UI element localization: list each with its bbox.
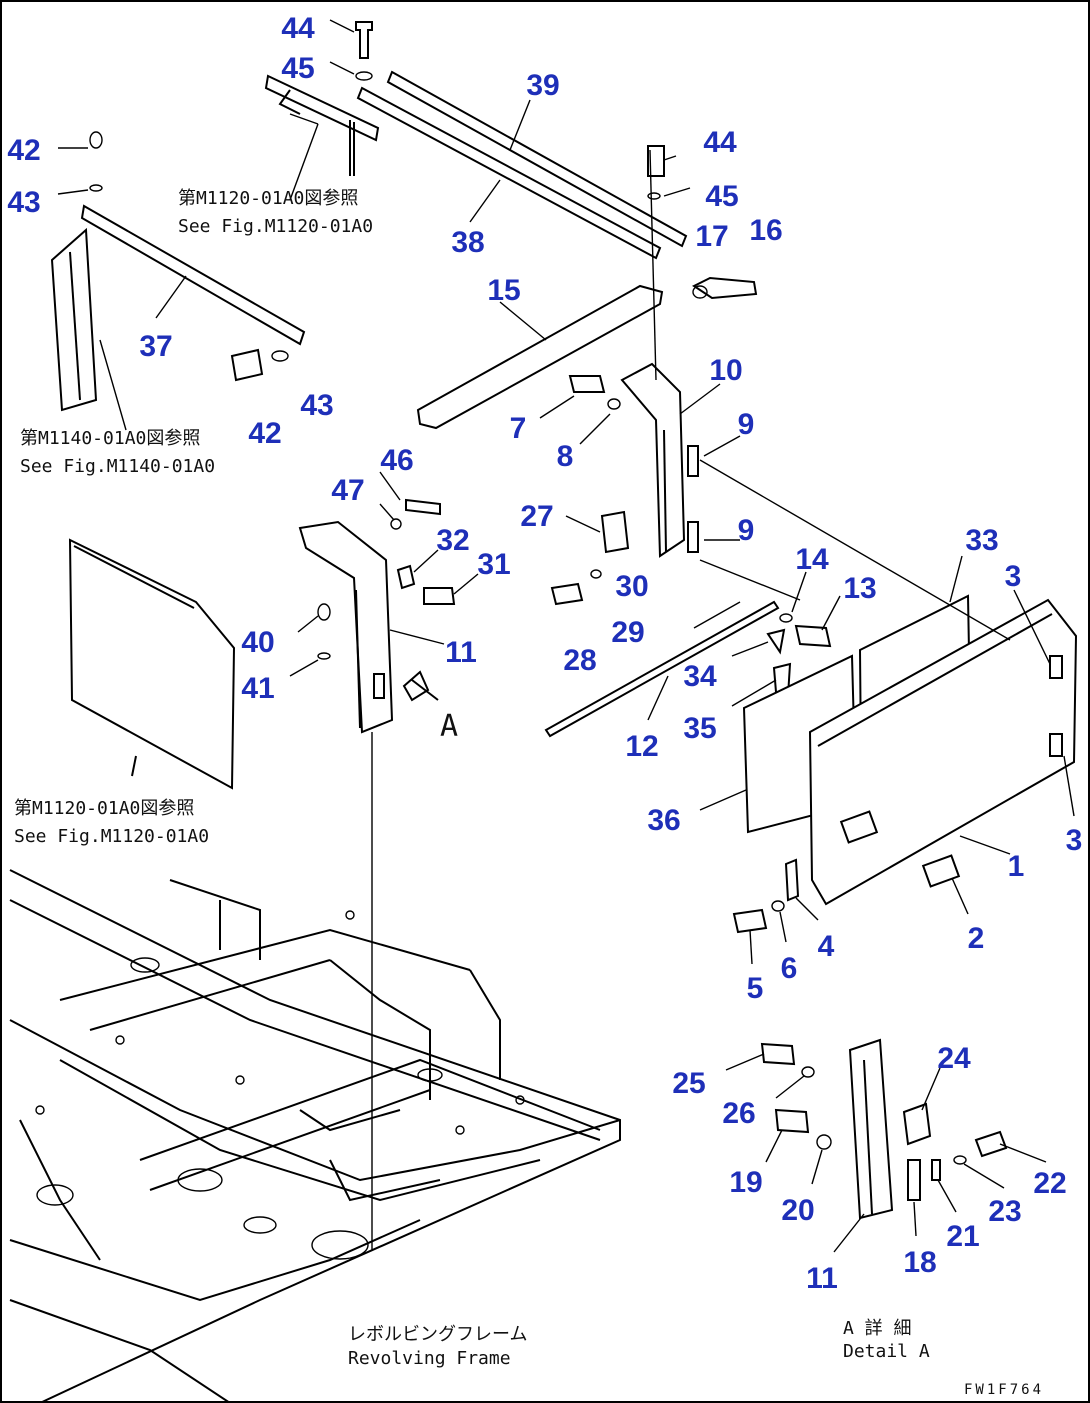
callout-24: 24 <box>937 1042 971 1075</box>
left-rail-and-post <box>50 131 306 412</box>
callout-8: 8 <box>557 440 574 473</box>
callout-11: 11 <box>445 636 477 669</box>
callout-46: 46 <box>380 444 413 477</box>
leader-lines <box>57 19 1075 1253</box>
callout-4: 4 <box>818 930 835 963</box>
callout-20: 20 <box>781 1194 814 1227</box>
callout-37: 37 <box>139 330 172 363</box>
reference-note: See Fig.M1120-01A0 <box>14 826 209 847</box>
callout-16: 16 <box>749 214 782 247</box>
callout-42: 42 <box>7 134 40 167</box>
callout-15: 15 <box>487 274 520 307</box>
callout-43: 43 <box>7 186 40 219</box>
callout-18: 18 <box>903 1246 936 1279</box>
reference-notes: 第M1120-01A0図参照 See Fig.M1120-01A0 第M1140-0… <box>14 188 930 1369</box>
callout-22: 22 <box>1033 1167 1066 1200</box>
center-parts <box>544 510 832 738</box>
callout-3: 3 <box>1005 560 1022 593</box>
callout-17: 17 <box>695 220 728 253</box>
callout-5: 5 <box>747 972 764 1005</box>
callout-14: 14 <box>795 543 829 576</box>
callout-45: 45 <box>281 52 314 85</box>
callout-6: 6 <box>781 952 798 985</box>
callout-27: 27 <box>520 500 553 533</box>
callout-23: 23 <box>988 1195 1021 1228</box>
callout-11: 11 <box>806 1262 838 1295</box>
callout-9: 9 <box>738 408 755 441</box>
reference-note: See Fig.M1140-01A0 <box>20 456 215 477</box>
right-post-10 <box>568 145 699 558</box>
callout-34: 34 <box>683 660 717 693</box>
callout-29: 29 <box>611 616 644 649</box>
right-door-assembly <box>699 459 1078 934</box>
callout-12: 12 <box>625 730 658 763</box>
callout-3: 3 <box>1066 824 1083 857</box>
callout-1: 1 <box>1008 850 1025 883</box>
callout-2: 2 <box>968 922 985 955</box>
callout-42: 42 <box>248 417 281 450</box>
reference-note: Revolving Frame <box>348 1348 511 1369</box>
callout-25: 25 <box>672 1067 705 1100</box>
cover-15 <box>416 276 758 430</box>
left-panel <box>68 538 236 790</box>
callout-10: 10 <box>709 354 742 387</box>
reference-note: 第M1120-01A0図参照 <box>14 798 194 819</box>
callout-33: 33 <box>965 524 998 557</box>
callout-32: 32 <box>436 524 469 557</box>
callout-39: 39 <box>526 69 559 102</box>
callout-21: 21 <box>946 1220 979 1253</box>
reference-note: Detail A <box>843 1341 930 1362</box>
drawing-id: FW1F764 <box>964 1382 1044 1398</box>
revolving-frame <box>9 869 621 1403</box>
callout-31: 31 <box>477 548 510 581</box>
left-post-11 <box>298 498 456 1250</box>
callout-40: 40 <box>241 626 274 659</box>
callout-41: 41 <box>241 672 274 705</box>
reference-note: 第M1140-01A0図参照 <box>20 428 200 449</box>
callout-7: 7 <box>510 412 527 445</box>
reference-note: 第M1120-01A0図参照 <box>178 188 358 209</box>
callout-35: 35 <box>683 712 716 745</box>
callout-43: 43 <box>300 389 333 422</box>
callout-9: 9 <box>738 514 755 547</box>
callout-28: 28 <box>563 644 596 677</box>
reference-note: See Fig.M1120-01A0 <box>178 216 373 237</box>
callout-19: 19 <box>729 1166 762 1199</box>
upper-rails <box>264 21 688 260</box>
callout-26: 26 <box>722 1097 755 1130</box>
callout-30: 30 <box>615 570 648 603</box>
callout-13: 13 <box>843 572 876 605</box>
view-marker: A <box>440 709 458 744</box>
detail-a <box>760 1038 1008 1220</box>
callout-38: 38 <box>451 226 484 259</box>
callout-44: 44 <box>281 12 315 45</box>
callout-47: 47 <box>331 474 364 507</box>
reference-note: A 詳 細 <box>843 1318 912 1339</box>
callout-45: 45 <box>705 180 738 213</box>
callout-36: 36 <box>647 804 680 837</box>
reference-note: レボルビングフレーム <box>348 1324 527 1345</box>
callout-44: 44 <box>703 126 737 159</box>
